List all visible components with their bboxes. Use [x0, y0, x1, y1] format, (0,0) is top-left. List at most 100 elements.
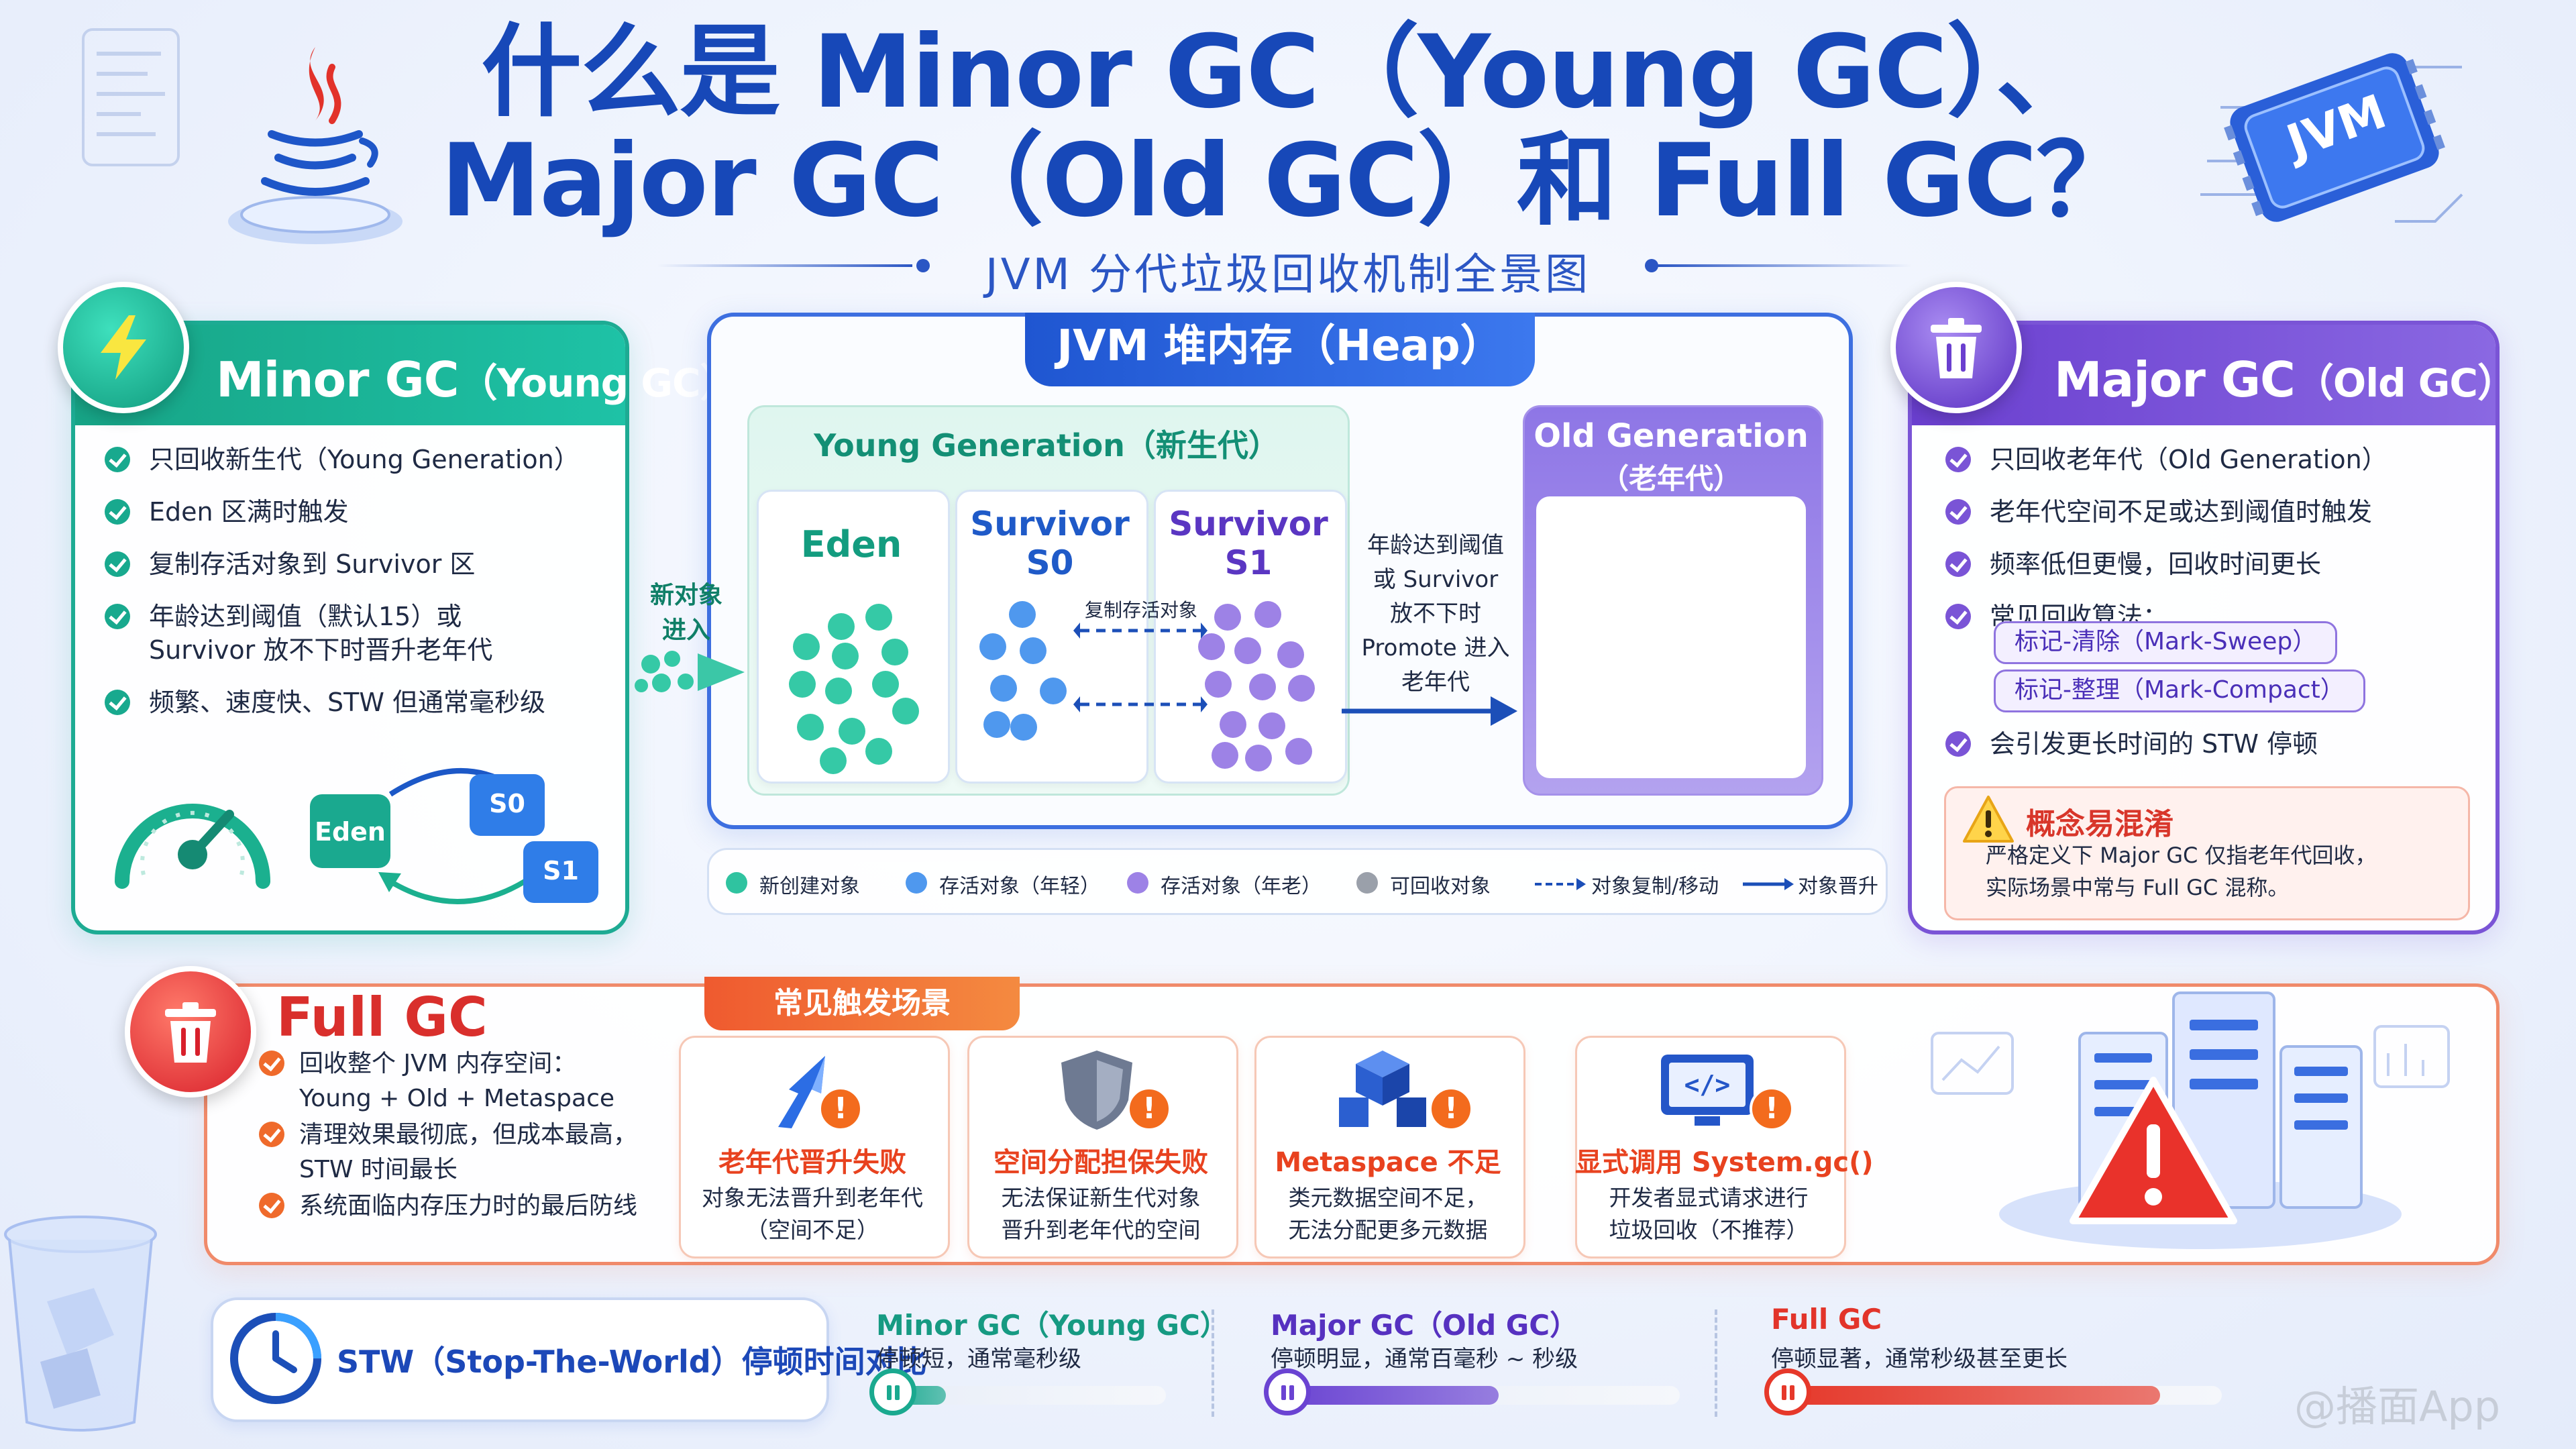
bullet-text: 年龄达到阈值（默认15）或 [149, 602, 462, 631]
trash-icon [1931, 318, 1982, 378]
check-icon [105, 604, 130, 629]
stw-major-name: Major GC（Old GC） [1271, 1309, 1578, 1342]
list-item: 只回收新生代（Young Generation） [105, 443, 614, 476]
stw-major-desc: 停顿明显，通常百毫秒 ~ 秒级 [1271, 1346, 1578, 1373]
scenario-desc-line1: 类元数据空间不足， [1288, 1185, 1488, 1211]
stw-full-bar [1779, 1386, 2160, 1405]
legend-promote: 对象晋升 [1798, 875, 1878, 898]
object-dot [979, 633, 1006, 660]
bullet-text: 老年代空间不足或达到阈值时触发 [1990, 497, 2373, 527]
scenario-desc-line2: （空间不足） [746, 1217, 879, 1243]
legend-dashed-arrow-icon [1535, 878, 1586, 890]
object-dot [1205, 671, 1232, 698]
scenario-desc-line1: 开发者显式请求进行 [1609, 1185, 1809, 1211]
page-title-line2: Major GC（Old GC）和 Full GC？ [440, 123, 2137, 239]
major-gc-bullets-2: 会引发更长时间的 STW 停顿 [1945, 727, 2482, 780]
eden-chip [310, 794, 390, 868]
page-title-line1: 什么是 Minor GC（Young GC）、 [481, 14, 2096, 131]
check-icon [105, 551, 130, 577]
new-objects-line2: 进入 [661, 616, 710, 644]
scenario-desc: 类元数据空间不足， 无法分配更多元数据 [1254, 1182, 1521, 1246]
object-dot [872, 671, 899, 698]
copy-arrows [1073, 623, 1208, 712]
bullet-text: 频率低但更慢，回收时间更长 [1990, 549, 2322, 579]
s1-chip-label: S1 [543, 856, 579, 885]
scenario-desc: 开发者显式请求进行垃圾回收（不推荐） [1575, 1182, 1842, 1246]
object-dot [1220, 711, 1246, 738]
warning-triangle-icon [1963, 796, 2014, 843]
object-dot [1198, 633, 1225, 660]
check-icon [1945, 604, 1971, 629]
check-icon [259, 1051, 284, 1076]
legend-solid-arrow-icon [1743, 878, 1794, 890]
jvm-chip-icon: JVM [2194, 27, 2475, 248]
major-gc-title: Major GC（Old GC） [2054, 352, 2516, 408]
survivor-s1-label-line2: S1 [1224, 543, 1273, 582]
scenario-desc-line1: 对象无法晋升到老年代 [702, 1185, 923, 1211]
eden-chip-label: Eden [315, 817, 386, 847]
survivor-s1-label-line1: Survivor [1169, 504, 1328, 543]
object-dot [1258, 712, 1285, 739]
check-icon [1945, 551, 1971, 577]
legend-new: 新创建对象 [759, 875, 860, 898]
check-icon [105, 447, 130, 472]
pause-icon [1264, 1368, 1311, 1415]
server-alert-illustration [1931, 991, 2450, 1249]
check-icon [259, 1193, 284, 1218]
promote-label: 年龄达到阈值 或 Survivor 放不下时 Promote 进入 老年代 [1342, 529, 1529, 700]
list-item: 只回收老年代（Old Generation） [1945, 443, 2482, 476]
gc-cycle-icon: Eden S0 S1 [310, 754, 619, 908]
check-icon [105, 499, 130, 525]
eden-card [757, 490, 950, 784]
survivor-s0-label-line1: Survivor [970, 504, 1130, 543]
scenario-desc-line2: 无法分配更多元数据 [1288, 1217, 1488, 1243]
scenario-title: 显式调用 System.gc() [1575, 1147, 1874, 1178]
check-icon [1945, 499, 1971, 525]
pause-icon [1764, 1368, 1811, 1415]
warning-badge-icon: ! [1127, 1087, 1171, 1131]
promote-line: 或 Survivor [1373, 566, 1499, 593]
shield-icon [1061, 1051, 1132, 1130]
heap-title: JVM 堆内存（Heap） [1025, 313, 1535, 386]
old-generation-inner [1536, 496, 1806, 778]
object-dot [892, 698, 919, 724]
scenario-desc-line2: 晋升到老年代的空间 [1001, 1217, 1201, 1243]
object-dot [825, 678, 852, 704]
object-dot [1285, 738, 1312, 765]
bullet-text: STW 时间最长 [299, 1156, 458, 1183]
scenario-title: 空间分配担保失败 [994, 1147, 1208, 1178]
svg-text:</>: </> [1684, 1070, 1731, 1099]
rocket-arrow-icon [778, 1056, 825, 1128]
lightning-icon [101, 315, 146, 380]
new-objects-arrow [635, 651, 745, 692]
new-objects-label: 新对象进入 [631, 578, 742, 648]
stw-full-bar-track [1779, 1386, 2222, 1405]
object-dot [820, 747, 847, 774]
copy-survivors-label: 复制存活对象 [1084, 599, 1197, 621]
object-dot [881, 639, 908, 665]
young-generation-label: Young Generation（新生代） [814, 427, 1279, 464]
speed-gauge-icon [102, 754, 283, 902]
legend-dot-new [726, 872, 747, 894]
bullet-text: 复制存活对象到 Survivor 区 [149, 549, 476, 579]
object-dot [865, 738, 892, 765]
legend-dot-old [1127, 872, 1148, 894]
java-logo-icon [215, 27, 416, 248]
stw-full-name: Full GC [1771, 1303, 1882, 1336]
object-dot [789, 671, 816, 698]
stw-minor-bar-track [884, 1386, 1166, 1405]
stw-comparison-title: STW（Stop-The-World）停顿时间对比 [337, 1344, 927, 1380]
promote-line: Promote 进入 [1361, 635, 1510, 661]
bullet-text: 只回收新生代（Young Generation） [149, 445, 580, 474]
promote-line: 放不下时 [1390, 600, 1481, 627]
object-dot [1214, 604, 1241, 631]
legend-dot-reclaimable [1356, 872, 1378, 894]
object-dot [797, 714, 824, 741]
warning-badge-icon: ! [1750, 1087, 1794, 1131]
cubes-icon [1339, 1051, 1426, 1127]
scenario-desc: 无法保证新生代对象晋升到老年代的空间 [967, 1182, 1234, 1246]
minor-gc-panel: Minor GC（Young GC） 只回收新生代（Young Generati… [71, 321, 739, 934]
major-gc-title-main: Major GC [2054, 352, 2296, 408]
